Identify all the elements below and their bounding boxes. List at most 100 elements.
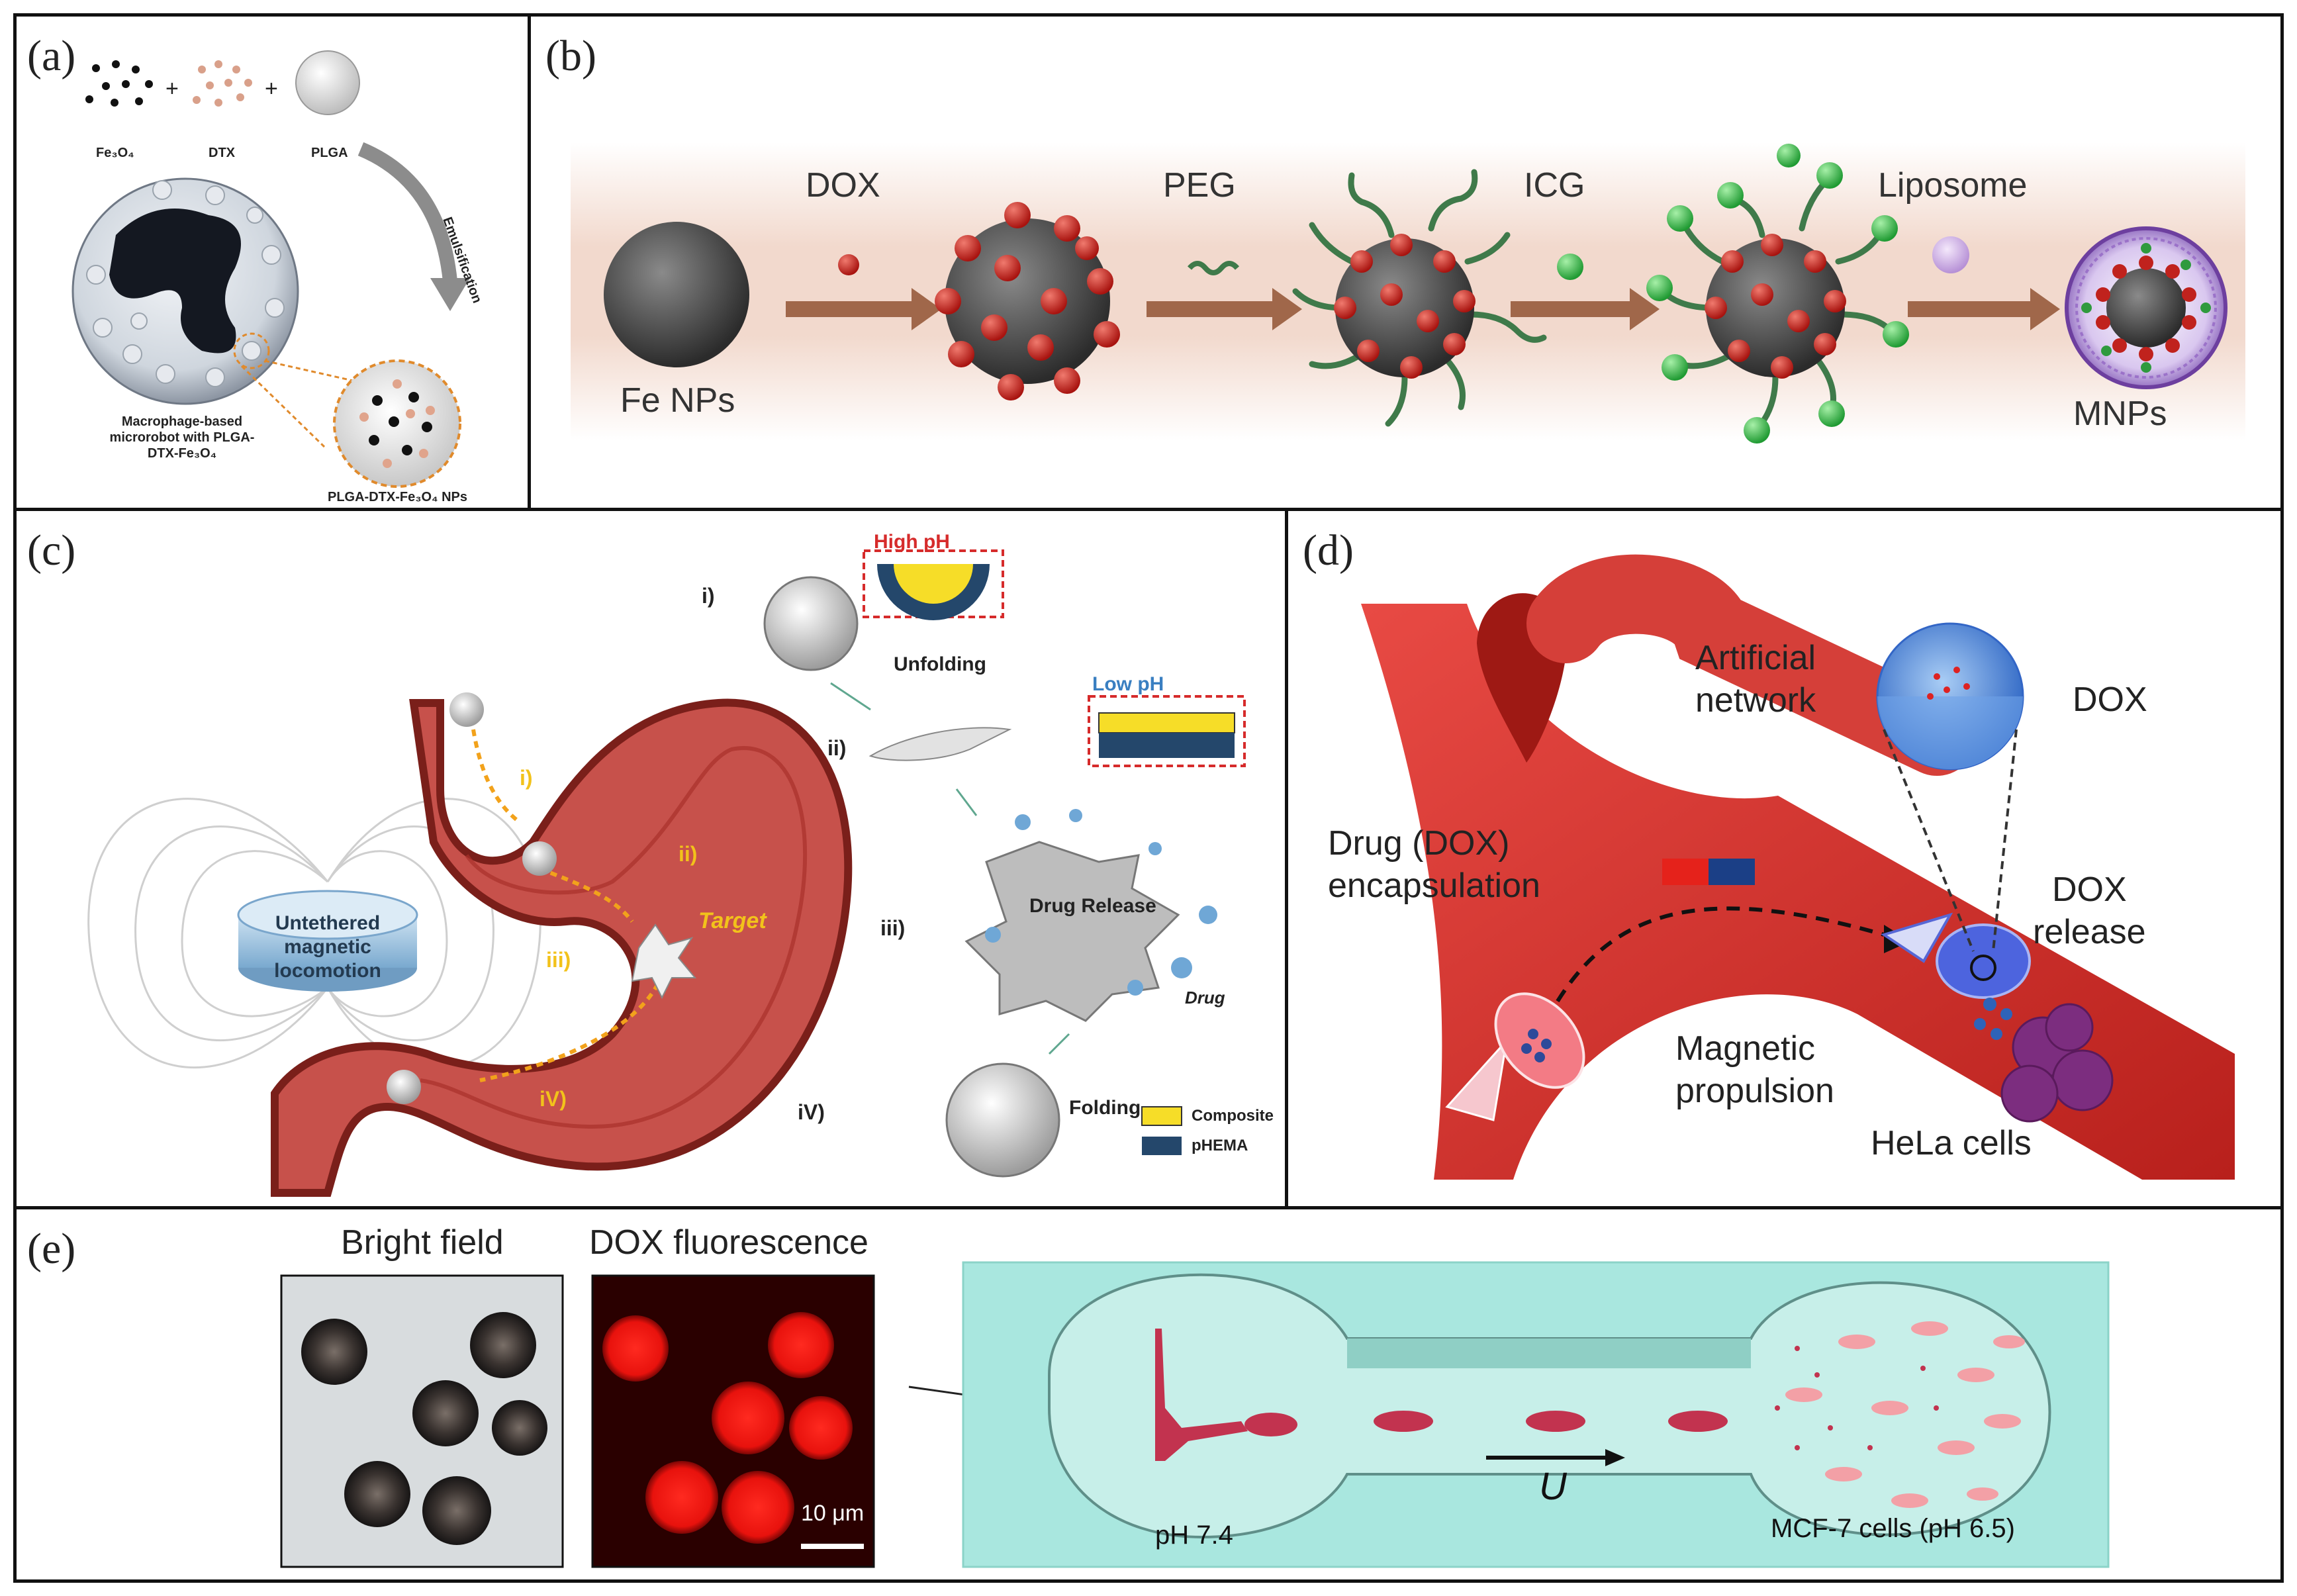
arrow-icg [1511, 254, 1660, 330]
arrow-dox [786, 254, 941, 330]
plga-label: PLGA [311, 146, 348, 160]
panel-e: (e) Bright field DOX fluorescence [13, 1206, 2284, 1583]
magnet-south [1709, 859, 1755, 885]
drug-release-label: Drug Release [1029, 895, 1156, 917]
locomotion-line-2: magnetic [284, 936, 371, 958]
low-ph-label: Low pH [1092, 673, 1164, 695]
unfolding-label: Unfolding [894, 653, 986, 675]
magnet-north [1662, 859, 1709, 885]
svg-text:+: + [265, 76, 278, 101]
np-payload [359, 379, 435, 468]
fe-np [604, 222, 749, 367]
fe-dox-peg-particle [1292, 169, 1547, 427]
panel-c-label: (c) [27, 526, 76, 575]
robot-caption-line-1: Macrophage-based [121, 414, 243, 429]
label-fe-nps: Fe NPs [620, 381, 735, 420]
label-icg: ICG [1524, 166, 1585, 205]
panel-c-illustration [87, 549, 1246, 1197]
np-caption: PLGA-DTX-Fe₃O₄ NPs [328, 490, 468, 504]
high-ph-label: High pH [874, 531, 950, 553]
stomach-step-2: ii) [679, 842, 698, 866]
fe-dox-particle [935, 202, 1120, 400]
panel-b-label: (b) [545, 32, 596, 80]
locomotion-disk [237, 890, 418, 992]
bright-field-beads [301, 1312, 547, 1545]
panel-e-illustration [280, 1261, 2110, 1568]
release-line-2: release [2033, 913, 2146, 951]
folding-label: Folding [1069, 1097, 1141, 1119]
arrow-peg [1147, 261, 1302, 330]
robot-caption-line-2: microrobot with PLGA- [109, 430, 255, 445]
panel-b-illustration [571, 142, 2245, 444]
drug-label: Drug [1185, 988, 1225, 1008]
robot-release [1881, 912, 2031, 1040]
cell-vesicles [86, 180, 285, 387]
emulsification-arrow [357, 142, 457, 283]
panel-b: (b) [528, 13, 2284, 511]
propulsion-label: Magnetic propulsion [1675, 1027, 1834, 1112]
panel-d-illustration [1361, 554, 2235, 1180]
panel-a-illustration: + + [71, 50, 470, 488]
side-step-2: ii) [827, 736, 847, 760]
mnp-particle [2065, 226, 2227, 389]
legend-composite: Composite [1192, 1107, 1274, 1125]
propulsion-line-2: propulsion [1675, 1072, 1834, 1110]
stomach-step-3: iii) [546, 948, 571, 972]
fe-dox-peg-icg-particle [1646, 144, 1909, 444]
scale-bar [801, 1544, 864, 1549]
robot-caption: Macrophage-based microrobot with PLGA- D… [83, 414, 281, 461]
arrow-liposome [1908, 236, 2060, 330]
target-unfolded [631, 923, 697, 1000]
hela-label: HeLa cells [1871, 1124, 2032, 1162]
stomach-step-4: iV) [539, 1087, 567, 1111]
robot-path [1544, 906, 1885, 1022]
svg-text:+: + [165, 76, 179, 101]
network-label: Artificial network [1695, 637, 1816, 722]
label-mnps: MNPs [2073, 395, 2167, 433]
side-steps [763, 549, 1246, 1178]
locomotion-line-3: locomotion [274, 960, 381, 982]
fe3o4-dots [85, 60, 153, 107]
dtx-dots [193, 60, 252, 107]
flow-label: U [1539, 1465, 1567, 1508]
encapsulation-label: Drug (DOX) encapsulation [1328, 822, 1540, 907]
propulsion-line-1: Magnetic [1675, 1029, 1815, 1068]
encapsulation-line-1: Drug (DOX) [1328, 824, 1510, 863]
encapsulation-line-2: encapsulation [1328, 867, 1540, 905]
dox-sphere [1876, 622, 2024, 952]
fluorescence-beads [602, 1312, 853, 1544]
plga-sphere [295, 50, 360, 115]
stomach-pills [387, 692, 557, 1104]
label-peg: PEG [1163, 166, 1236, 205]
bright-field-title: Bright field [341, 1223, 504, 1262]
hela-cells [2000, 1003, 2114, 1123]
fe3o4-label: Fe₃O₄ [96, 146, 134, 160]
mcf7-cells [1785, 1321, 2025, 1508]
network-line-2: network [1695, 681, 1816, 720]
panel-c: (c) [13, 508, 1288, 1209]
stomach [271, 698, 853, 1197]
locomotion-label: Untethered magnetic locomotion [245, 912, 410, 983]
scale-label: 10 μm [801, 1501, 865, 1526]
robot-encapsulation [1445, 992, 1585, 1121]
label-dox: DOX [806, 166, 880, 205]
locomotion-line-1: Untethered [275, 912, 381, 934]
dox-sphere-label: DOX [2073, 681, 2147, 719]
robot-swarms [1155, 1329, 1728, 1461]
cell-nucleus [109, 209, 241, 353]
legend-phema: pHEMA [1192, 1137, 1248, 1154]
side-step-4: iV) [798, 1100, 825, 1124]
robot-caption-line-3: DTX-Fe₃O₄ [147, 446, 217, 461]
side-step-3: iii) [880, 916, 906, 940]
right-chamber-label: MCF-7 cells (pH 6.5) [1771, 1514, 2015, 1543]
left-chamber-label: pH 7.4 [1155, 1521, 1233, 1550]
panel-d: (d) [1285, 508, 2284, 1209]
panel-a-label: (a) [27, 32, 76, 80]
label-liposome: Liposome [1878, 166, 2028, 205]
panel-e-label: (e) [27, 1225, 76, 1273]
side-step-1: i) [702, 584, 715, 608]
panel-d-label: (d) [1303, 526, 1354, 575]
target-label: Target [698, 908, 767, 933]
release-label: DOX release [2033, 868, 2146, 953]
stomach-step-1: i) [520, 766, 533, 790]
